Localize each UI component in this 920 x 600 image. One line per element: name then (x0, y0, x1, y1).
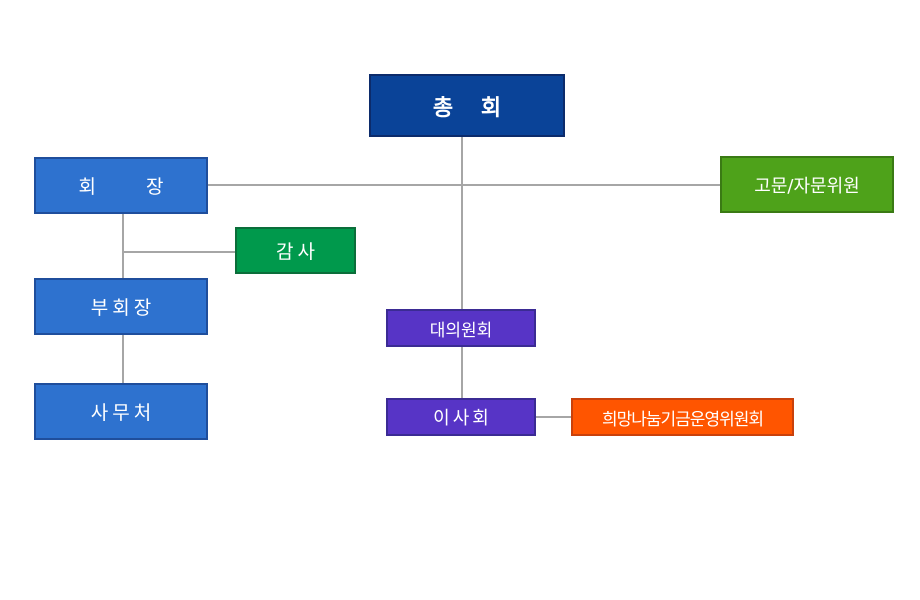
connector-president-to-auditor (122, 251, 235, 253)
auditor-label: 감사 (276, 241, 319, 263)
advisory-committee-label: 고문/자문위원 (754, 175, 860, 197)
general-assembly-label: 총 회 (432, 95, 512, 121)
advisory-committee-box[interactable]: 고문/자문위원 (720, 156, 894, 213)
hope-sharing-fund-committee-label: 희망나눔기금운영위원회 (601, 409, 764, 430)
connector-president-to-vice (122, 214, 124, 278)
vice-president-label: 부회장 (90, 297, 156, 319)
secretariat-label: 사무처 (90, 402, 156, 424)
connector-general-to-delegates (461, 137, 463, 309)
board-of-directors-label: 이사회 (433, 408, 492, 429)
president-box[interactable]: 회 장 (34, 157, 208, 214)
president-label: 회 장 (78, 176, 186, 198)
delegates-committee-box[interactable]: 대의원회 (386, 309, 536, 347)
connector-president-to-advisory (208, 184, 720, 186)
delegates-committee-label: 대의원회 (429, 320, 493, 341)
board-of-directors-box[interactable]: 이사회 (386, 398, 536, 436)
connector-vice-to-secretariat (122, 335, 124, 383)
auditor-box[interactable]: 감사 (235, 227, 356, 274)
secretariat-box[interactable]: 사무처 (34, 383, 208, 440)
general-assembly-box[interactable]: 총 회 (369, 74, 565, 137)
connector-board-to-fund (536, 416, 571, 418)
vice-president-box[interactable]: 부회장 (34, 278, 208, 335)
hope-sharing-fund-committee-box[interactable]: 희망나눔기금운영위원회 (571, 398, 794, 436)
connector-delegates-to-board (461, 347, 463, 398)
